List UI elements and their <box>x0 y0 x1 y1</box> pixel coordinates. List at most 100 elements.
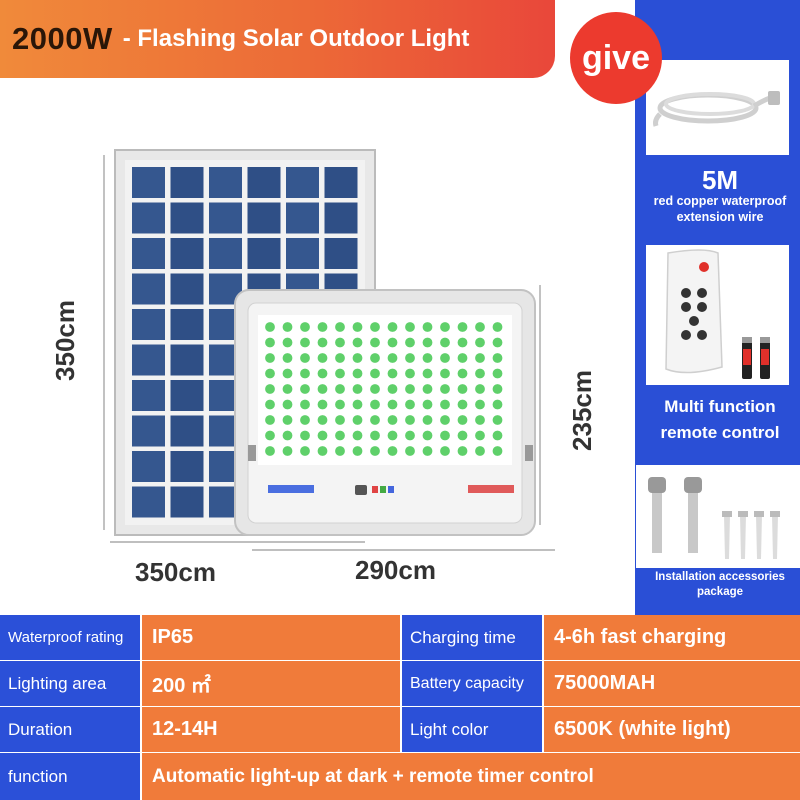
led-grid <box>263 320 504 458</box>
solar-cell <box>286 167 319 198</box>
spec-value: Automatic light-up at dark + remote time… <box>142 753 800 800</box>
led-bead <box>491 429 504 442</box>
led-bead <box>316 351 329 365</box>
led-bead <box>368 336 382 349</box>
solar-cell <box>170 202 204 234</box>
wire-description: red copper waterproof extension wire <box>653 194 787 224</box>
led-bead <box>351 444 364 458</box>
led-bead <box>456 429 469 442</box>
led-bead <box>473 320 487 334</box>
led-bead <box>316 413 329 427</box>
led-bead <box>298 382 312 396</box>
spec-value: 4-6h fast charging <box>544 615 800 660</box>
led-bead <box>386 367 399 380</box>
installation-kit-image <box>636 465 800 568</box>
led-bead <box>386 351 399 365</box>
led-bead <box>438 413 452 427</box>
led-bead <box>333 382 347 396</box>
solar-cell <box>247 238 281 269</box>
led-bead <box>491 413 504 427</box>
led-bead <box>333 367 347 380</box>
led-bead <box>473 444 487 458</box>
led-bead <box>386 398 399 411</box>
led-bead <box>491 351 504 365</box>
led-bead <box>438 382 452 396</box>
spec-row-2: Lighting area 200 ㎡ Battery capacity 750… <box>0 661 800 706</box>
solar-cell <box>170 167 204 198</box>
led-bead <box>368 429 382 442</box>
spec-value: 75000MAH <box>544 661 800 706</box>
led-bead <box>281 413 294 427</box>
led-bead <box>316 382 329 396</box>
led-bead <box>403 351 417 365</box>
led-bead <box>316 444 329 458</box>
led-bead <box>368 444 382 458</box>
led-bead <box>386 429 399 442</box>
led-bead <box>421 336 434 349</box>
spec-value: 12-14H <box>142 707 400 752</box>
solar-cell <box>132 415 165 447</box>
led-bead <box>386 413 399 427</box>
led-bead <box>456 413 469 427</box>
led-bead <box>298 444 312 458</box>
led-bead <box>456 382 469 396</box>
solar-cell <box>132 344 165 376</box>
led-bead <box>421 444 434 458</box>
led-bead <box>438 320 452 334</box>
led-bead <box>298 336 312 349</box>
led-bead <box>438 351 452 365</box>
led-bead <box>316 429 329 442</box>
led-bead <box>298 398 312 411</box>
led-bead <box>316 367 329 380</box>
led-bead <box>333 413 347 427</box>
led-bead <box>333 320 347 334</box>
led-bead <box>281 398 294 411</box>
panel-width-label: 350cm <box>135 557 216 587</box>
led-bead <box>368 413 382 427</box>
led-bead <box>368 320 382 334</box>
led-bead <box>333 429 347 442</box>
led-bead <box>351 398 364 411</box>
led-bead <box>491 398 504 411</box>
solar-cell <box>132 380 165 411</box>
led-bead <box>456 320 469 334</box>
solar-cell <box>247 167 281 198</box>
led-bead <box>438 444 452 458</box>
led-bead <box>351 351 364 365</box>
led-bead <box>351 382 364 396</box>
spec-label: Lighting area <box>0 661 140 706</box>
led-bead <box>386 336 399 349</box>
led-bead <box>316 336 329 349</box>
solar-cell <box>170 486 204 518</box>
solar-cell <box>132 238 165 269</box>
solar-cell <box>132 167 165 198</box>
led-bead <box>263 336 277 349</box>
solar-cell <box>247 202 281 234</box>
led-bead <box>368 367 382 380</box>
spec-row-3: Duration 12-14H Light color 6500K (white… <box>0 707 800 752</box>
led-bead <box>438 398 452 411</box>
led-bead <box>351 367 364 380</box>
led-bead <box>456 398 469 411</box>
led-bead <box>281 351 294 365</box>
led-bead <box>333 336 347 349</box>
solar-cell <box>324 202 358 234</box>
led-bead <box>298 351 312 365</box>
solar-cell <box>170 309 204 340</box>
led-bead <box>333 398 347 411</box>
led-bead <box>473 336 487 349</box>
led-bead <box>403 367 417 380</box>
spec-label: Waterproof rating <box>0 615 140 660</box>
led-bead <box>456 444 469 458</box>
led-bead <box>456 336 469 349</box>
led-bead <box>421 398 434 411</box>
led-bead <box>263 429 277 442</box>
solar-cell <box>132 273 165 305</box>
led-bead <box>263 367 277 380</box>
title-banner: 2000W - Flashing Solar Outdoor Light <box>0 0 555 78</box>
led-bead <box>281 336 294 349</box>
wire-length: 5M <box>701 165 739 195</box>
led-bead <box>298 429 312 442</box>
solar-cell <box>286 202 319 234</box>
title-product: - Flashing Solar Outdoor Light <box>122 25 470 52</box>
